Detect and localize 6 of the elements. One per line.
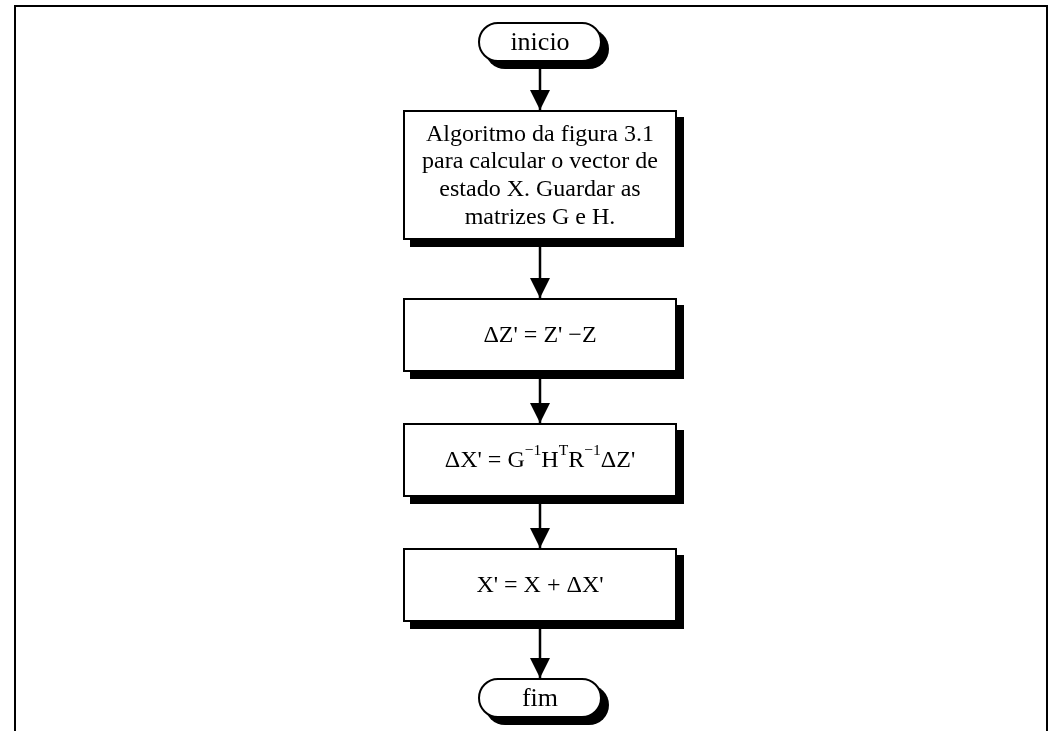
process-text: Algoritmo da figura 3.1 para calcular o vector de estado X. Guardar as matrizes G e H. (421, 119, 659, 231)
terminal-label: inicio (510, 27, 570, 57)
process-text: ΔZ' = Z' −Z (483, 321, 597, 349)
process-text: ΔX' = G$^{−1}$H$^{T}$R$^{−1}$ΔZ' (444, 446, 636, 474)
terminal-label: fim (521, 683, 559, 713)
process-text: X' = X + ΔX' (476, 571, 604, 599)
